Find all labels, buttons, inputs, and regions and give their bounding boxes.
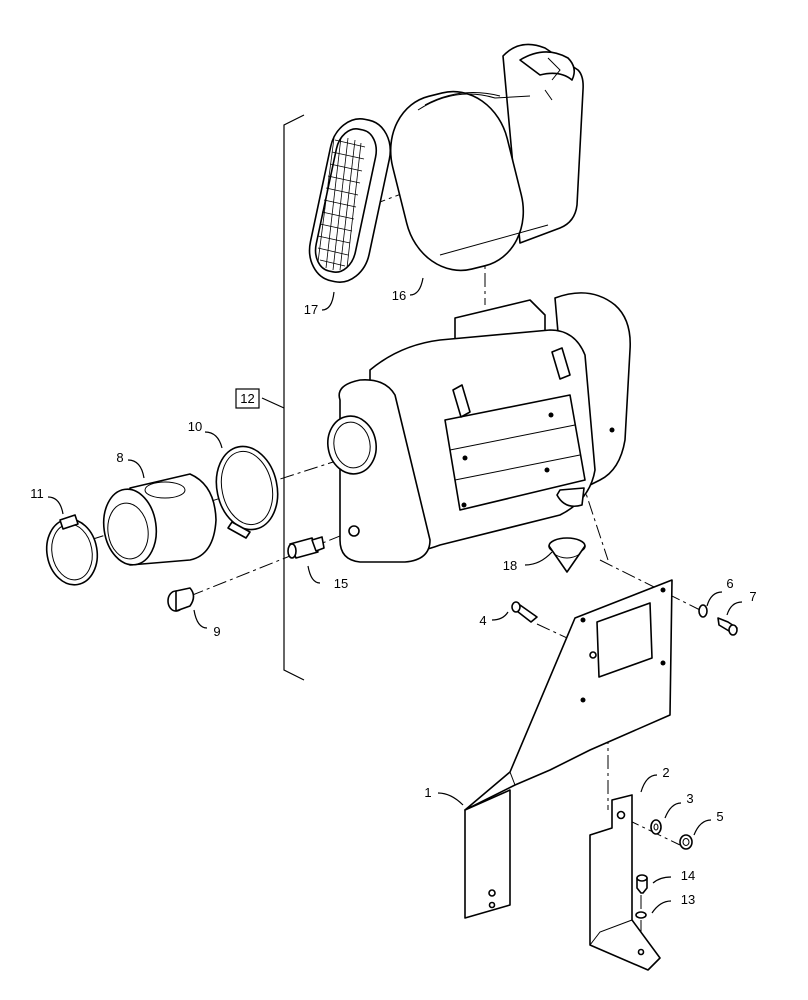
callout-9: 9 [213, 624, 220, 639]
hose-clamp-11 [45, 514, 99, 586]
hardware [511, 601, 738, 919]
callout-10: 10 [188, 419, 202, 434]
fitting-15 [287, 536, 325, 559]
callout-5: 5 [716, 809, 723, 824]
callout-11: 11 [30, 486, 44, 501]
hose-clamp-10 [215, 445, 279, 539]
air-cleaner-housing [327, 292, 632, 563]
callout-7: 7 [749, 589, 756, 604]
nut-5 [679, 834, 693, 850]
callout-17: 17 [304, 302, 318, 317]
callout-3: 3 [686, 791, 693, 806]
callout-14: 14 [681, 868, 695, 883]
callout-6: 6 [726, 576, 733, 591]
callout-leaders [47, 277, 743, 914]
washer-3 [650, 819, 662, 835]
support-bracket-2 [589, 794, 661, 971]
washer-6 [698, 604, 708, 618]
plug-9 [167, 587, 195, 612]
mounting-bracket-1 [464, 579, 673, 919]
washer-13 [635, 911, 647, 919]
primary-filter-element [389, 43, 584, 272]
callout-numbers: 17 16 10 8 11 9 15 18 4 6 7 1 2 3 5 14 1… [30, 288, 756, 907]
callout-8: 8 [116, 450, 123, 465]
callout-1: 1 [424, 785, 431, 800]
callout-18: 18 [503, 558, 517, 573]
bolt-7 [717, 617, 738, 636]
callout-16: 16 [392, 288, 406, 303]
safety-filter-element [308, 118, 392, 283]
vacuator-valve [548, 537, 586, 573]
bolt-14 [636, 874, 648, 894]
callout-4: 4 [479, 613, 486, 628]
callout-15: 15 [334, 576, 348, 591]
assembly-group-bracket: 12 [235, 114, 305, 681]
callout-2: 2 [662, 765, 669, 780]
inlet-hose [102, 473, 217, 566]
bolt-4 [511, 601, 538, 623]
callout-12: 12 [240, 391, 254, 406]
callout-13: 13 [681, 892, 695, 907]
